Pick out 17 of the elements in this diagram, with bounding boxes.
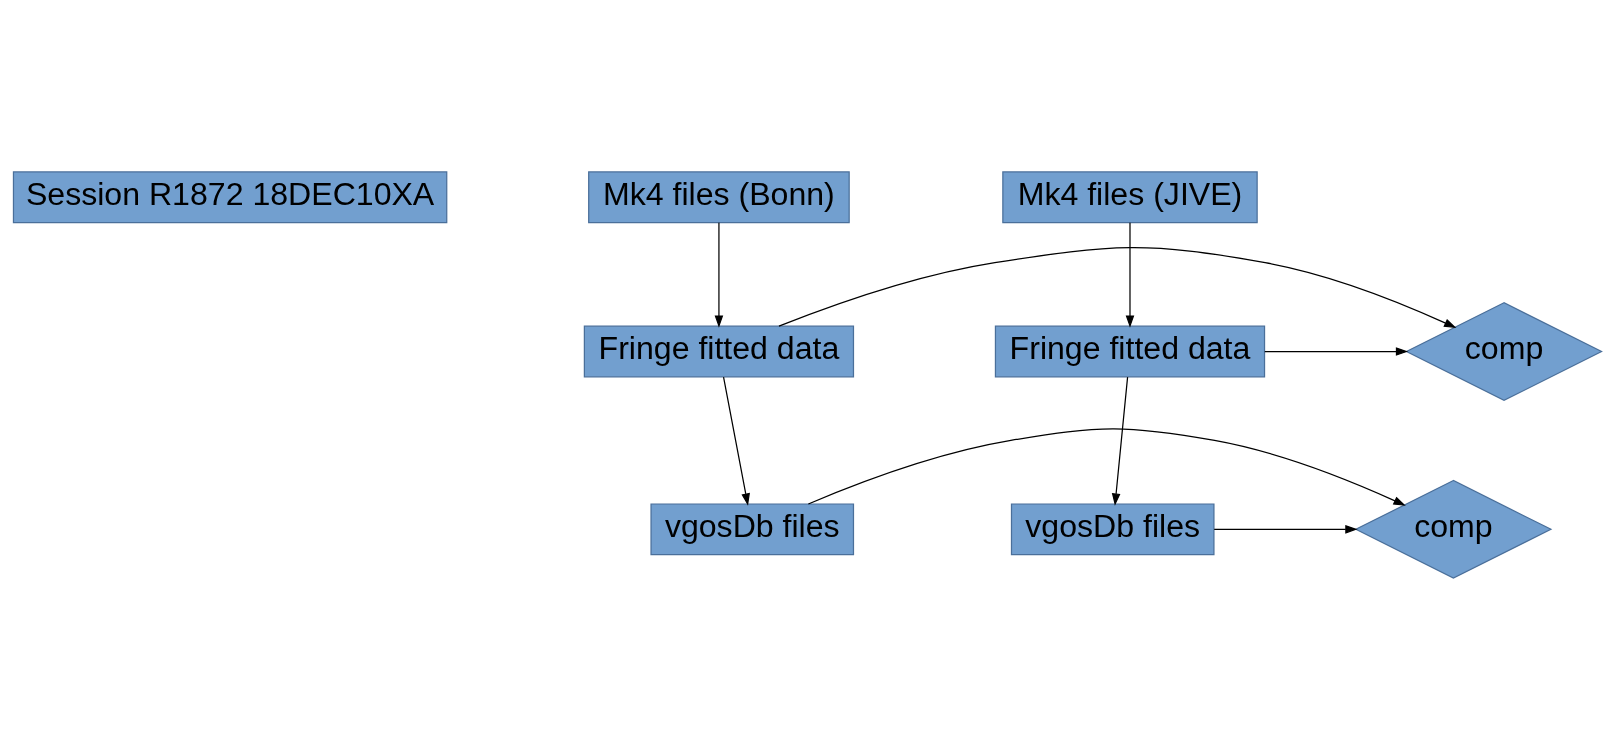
node-box: Fringe fitted data (994, 325, 1266, 377)
node-box: Mk4 files (JIVE) (1002, 170, 1258, 223)
arrow (722, 376, 750, 506)
arrow (1264, 346, 1409, 356)
arrow (1125, 221, 1135, 328)
node-box: vgosDb files (1010, 502, 1215, 555)
arrow (1111, 376, 1129, 506)
node-box: Fringe fitted data (583, 325, 855, 377)
arrow (778, 246, 1457, 328)
node-diamond: comp (1354, 479, 1553, 579)
arrow (714, 221, 724, 328)
node-box: Session R1872 18DEC10XA (12, 170, 448, 223)
arrow (807, 427, 1406, 506)
node-box: vgosDb files (650, 502, 855, 555)
node-diamond: comp (1405, 301, 1603, 401)
node-box: Mk4 files (Bonn) (588, 170, 850, 223)
arrow (1213, 524, 1358, 534)
